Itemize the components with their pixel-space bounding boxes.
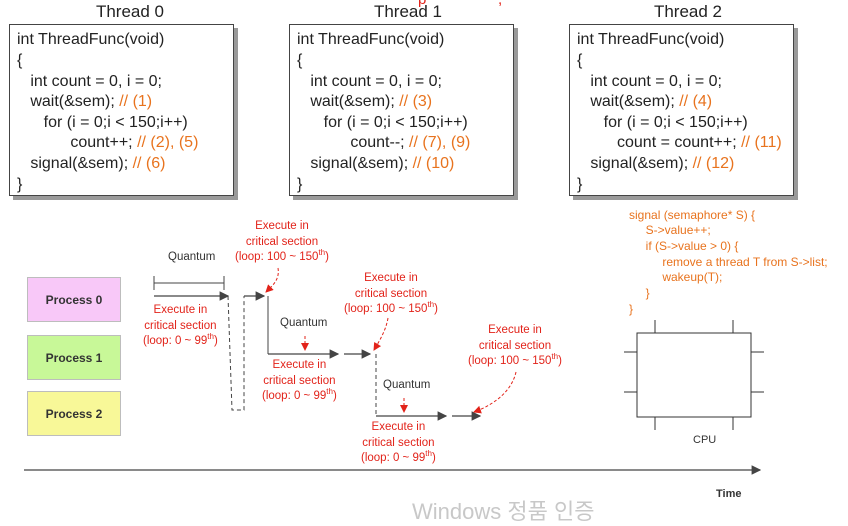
code-line: count = count++; // (11)	[577, 134, 782, 151]
red-pointer	[473, 371, 517, 414]
code-line: int ThreadFunc(void)	[297, 31, 445, 48]
signal-code-line: wakeup(T);	[629, 270, 723, 284]
code-line: signal(&sem); // (6)	[17, 155, 166, 172]
quantum-label-0: Quantum	[168, 251, 216, 263]
timeline-diagram	[24, 267, 764, 475]
code-line: int count = 0, i = 0;	[577, 73, 722, 90]
code-line: for (i = 0;i < 150;i++)	[297, 114, 468, 131]
code-line: wait(&sem); // (4)	[577, 93, 713, 110]
process-1-label: Process 1	[45, 350, 103, 365]
quantum-label-1: Quantum	[280, 317, 328, 329]
code-line: {	[577, 52, 583, 69]
code-line: {	[17, 52, 23, 69]
thread-2-title: Thread 2	[653, 2, 723, 21]
code-line: for (i = 0;i < 150;i++)	[577, 114, 748, 131]
signal-code-line: S->value++;	[629, 223, 711, 237]
process-2-label: Process 2	[45, 406, 103, 421]
code-line: wait(&sem); // (3)	[297, 93, 433, 110]
code-line: wait(&sem); // (1)	[17, 93, 153, 110]
quantum-label-2: Quantum	[383, 379, 431, 391]
cpu-label: CPU	[693, 434, 717, 446]
red-pointer	[373, 317, 389, 351]
signal-code-line: }	[629, 286, 650, 300]
process-2-box: Process 2	[27, 391, 121, 436]
time-axis-label: Time	[716, 488, 742, 500]
activation-watermark: Windows 정품 인증	[412, 499, 595, 524]
signal-code-line: }	[629, 302, 634, 316]
code-line: int ThreadFunc(void)	[17, 31, 165, 48]
thread-0-title: Thread 0	[95, 2, 165, 21]
slide-title-fragment-comma: ,	[498, 0, 502, 8]
code-line: }	[297, 176, 303, 193]
signal-code-line: signal (semaphore* S) {	[629, 208, 756, 222]
code-line: signal(&sem); // (10)	[297, 155, 455, 172]
code-line: for (i = 0;i < 150;i++)	[17, 114, 188, 131]
code-line: int ThreadFunc(void)	[577, 31, 725, 48]
signal-code-line: if (S->value > 0) {	[629, 239, 739, 253]
thread-0-code-box: int ThreadFunc(void) { int count = 0, i …	[9, 24, 234, 196]
thread-1-code-box: int ThreadFunc(void) { int count = 0, i …	[289, 24, 514, 196]
code-line: count--; // (7), (9)	[297, 134, 471, 151]
slide-title-fragment: p	[418, 0, 426, 8]
signal-code-line: remove a thread T from S->list;	[629, 255, 828, 269]
process-0-label: Process 0	[45, 292, 103, 307]
code-line: int count = 0, i = 0;	[17, 73, 162, 90]
process-0-box: Process 0	[27, 277, 121, 322]
thread-2-code-box: int ThreadFunc(void) { int count = 0, i …	[569, 24, 794, 196]
thread-1-title: Thread 1	[373, 2, 443, 21]
code-line: int count = 0, i = 0;	[297, 73, 442, 90]
cpu-chip	[624, 320, 764, 430]
red-pointer	[265, 267, 279, 293]
code-line: }	[577, 176, 583, 193]
process-1-box: Process 1	[27, 335, 121, 380]
code-line: count++; // (2), (5)	[17, 134, 199, 151]
code-line: }	[17, 176, 23, 193]
quantum-bracket-0	[153, 276, 225, 290]
code-line: signal(&sem); // (12)	[577, 155, 735, 172]
code-line: {	[297, 52, 303, 69]
context-switch-dashed	[227, 295, 245, 411]
